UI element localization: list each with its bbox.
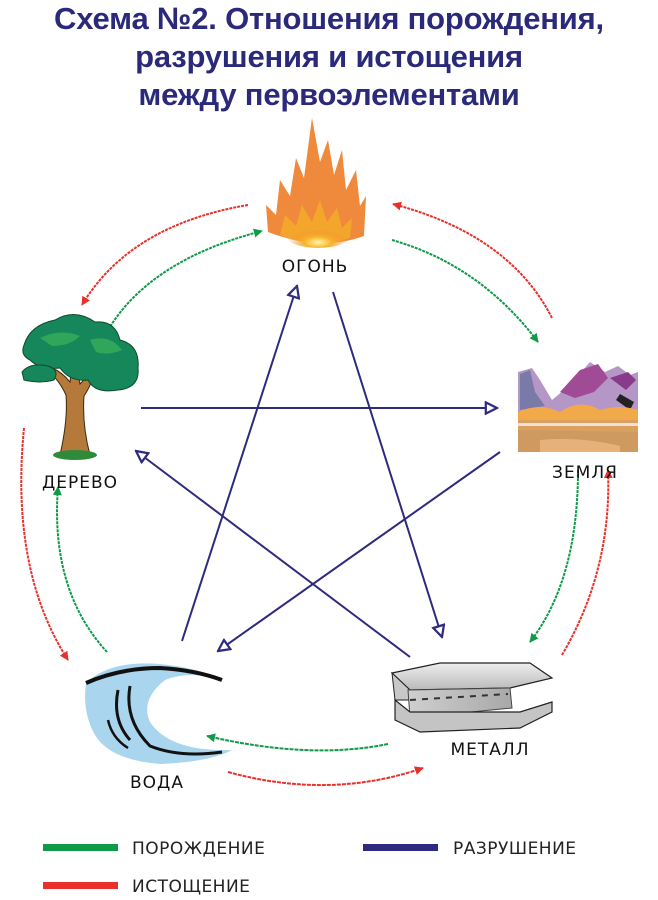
depletion-fire-to-tree: [81, 204, 249, 306]
node-label-earth: ЗЕМЛЯ: [552, 463, 618, 483]
node-label-tree: ДЕРЕВО: [42, 473, 118, 493]
depletion-metal-to-earth: [561, 469, 613, 656]
node-label-metal: МЕТАЛЛ: [451, 740, 530, 760]
destruction-earth-to-water: [218, 451, 501, 651]
destruction-water-to-fire: [181, 286, 297, 642]
title-line-3: между первоэлементами: [138, 77, 520, 112]
node-metal: МЕТАЛЛ: [390, 662, 554, 760]
legend-item-destruction: РАЗРУШЕНИЕ: [363, 839, 577, 859]
generation-earth-to-metal: [529, 469, 579, 643]
node-water: ВОДА: [85, 663, 232, 793]
destruction-lines: [136, 286, 501, 658]
wave-icon: [85, 663, 232, 764]
flame-icon: [266, 118, 366, 248]
legend-item-generation: ПОРОЖДЕНИЕ: [43, 839, 265, 859]
legend-swatch-generation: [43, 844, 118, 851]
diagram-title: Схема №2. Отношения порождения, разрушен…: [0, 0, 658, 114]
legend-item-depletion: ИСТОЩЕНИЕ: [43, 877, 250, 897]
generation-water-to-tree: [52, 486, 108, 653]
legend-label-destruction: РАЗРУШЕНИЕ: [453, 839, 577, 859]
node-label-fire: ОГОНЬ: [282, 257, 349, 277]
node-tree: ДЕРЕВО: [21, 314, 139, 493]
tree-icon: [21, 314, 139, 460]
depletion-water-to-metal: [227, 766, 424, 787]
mountains-icon: [518, 362, 638, 452]
legend-label-depletion: ИСТОЩЕНИЕ: [132, 877, 250, 897]
legend: ПОРОЖДЕНИЕ РАЗРУШЕНИЕ ИСТОЩЕНИЕ: [43, 839, 577, 897]
node-label-water: ВОДА: [130, 773, 184, 793]
steel-beam-icon: [390, 662, 554, 733]
legend-swatch-destruction: [363, 844, 438, 851]
generation-tree-to-fire: [107, 228, 263, 331]
depletion-arcs: [20, 201, 613, 787]
generation-arcs: [52, 228, 579, 752]
depletion-earth-to-fire: [392, 201, 553, 319]
node-earth: ЗЕМЛЯ: [518, 362, 638, 483]
title-line-1: Схема №2. Отношения порождения,: [54, 1, 604, 36]
generation-metal-to-water: [206, 733, 389, 752]
depletion-tree-to-water: [20, 427, 69, 661]
legend-label-generation: ПОРОЖДЕНИЕ: [132, 839, 265, 859]
legend-swatch-depletion: [43, 882, 118, 889]
title-line-2: разрушения и истощения: [135, 39, 523, 74]
destruction-fire-to-metal: [332, 291, 442, 637]
node-fire: ОГОНЬ: [266, 118, 366, 277]
destruction-metal-to-tree: [136, 451, 411, 658]
generation-fire-to-earth: [391, 239, 539, 343]
